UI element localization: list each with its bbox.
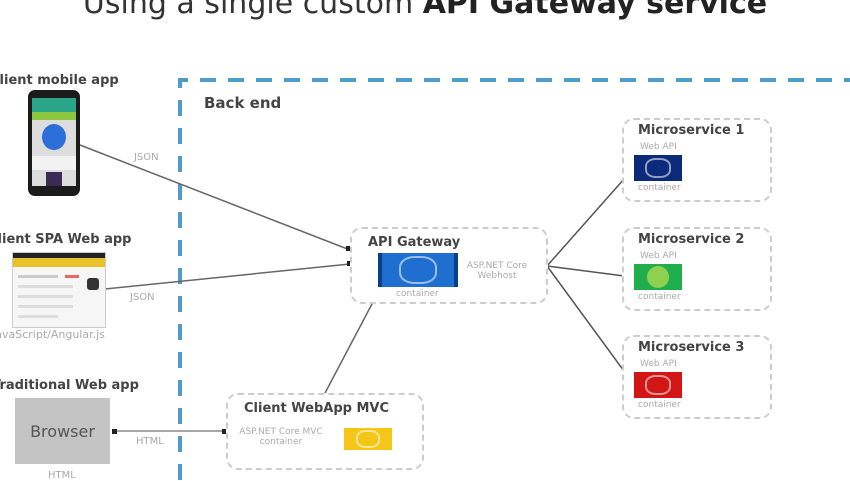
microservice-1-box[interactable]: Microservice 1 Web API container — [622, 118, 772, 202]
browser-below-label: HTML — [48, 470, 76, 481]
api-gateway-box[interactable]: API Gateway container ASP.NET Core Webho… — [350, 227, 548, 304]
title-bold: API Gateway service — [422, 0, 768, 21]
wire-gateway-ms2 — [546, 265, 633, 278]
mobile-protocol-label: JSON — [134, 152, 159, 163]
wire-gateway-ms1 — [546, 169, 633, 267]
wire-mobile-gateway — [79, 144, 351, 251]
webapp-mvc-box[interactable]: Client WebApp MVC ASP.NET Core MVC conta… — [226, 393, 424, 470]
gateway-tech-line2: Webhost — [477, 271, 517, 281]
microservice-1-container-label: container — [638, 183, 681, 193]
webapp-mvc-container-icon — [344, 428, 392, 450]
microservice-3-container-label: container — [638, 400, 681, 410]
traditional-app-label: Traditional Web app — [0, 378, 139, 393]
wire-gateway-ms3 — [546, 265, 633, 383]
backend-label: Back end — [204, 94, 282, 112]
microservice-2-api-label: Web API — [640, 251, 677, 261]
microservice-1-label: Microservice 1 — [638, 123, 745, 138]
gateway-tech-label: ASP.NET Core Webhost — [460, 261, 534, 281]
microservice-1-api-label: Web API — [640, 142, 677, 152]
microservice-3-box[interactable]: Microservice 3 Web API container — [622, 335, 772, 419]
wire-spa-gateway — [104, 263, 351, 290]
microservice-2-box[interactable]: Microservice 2 Web API container — [622, 227, 772, 311]
backend-boundary — [178, 78, 850, 480]
microservice-1-container-icon — [634, 155, 682, 181]
mobile-app-label: Client mobile app — [0, 73, 119, 88]
microservice-3-label: Microservice 3 — [638, 340, 745, 355]
webapp-mvc-tech-line2: container — [259, 437, 303, 447]
microservice-3-container-icon — [634, 372, 682, 398]
browser-box: Browser — [15, 398, 110, 464]
spa-screenshot-icon — [12, 252, 106, 328]
spa-app-label: Client SPA Web app — [0, 232, 132, 247]
gateway-container-icon — [378, 253, 458, 287]
microservice-2-container-icon — [634, 264, 682, 290]
webapp-mvc-label: Client WebApp MVC — [244, 401, 389, 416]
gateway-tech-line1: ASP.NET Core — [466, 261, 528, 271]
microservice-2-container-label: container — [638, 292, 681, 302]
webapp-mvc-tech-label: ASP.NET Core MVC container — [236, 427, 326, 447]
spa-tech-label: JavaScript/Angular.js — [0, 328, 105, 341]
webapp-mvc-tech-line1: ASP.NET Core MVC — [239, 427, 323, 437]
spa-protocol-label: JSON — [130, 292, 155, 303]
microservice-3-api-label: Web API — [640, 359, 677, 369]
browser-label: Browser — [30, 421, 95, 441]
traditional-protocol-label: HTML — [136, 436, 164, 447]
microservice-2-label: Microservice 2 — [638, 232, 745, 247]
wire-mvc-gateway — [323, 301, 374, 396]
gateway-container-label: container — [396, 289, 439, 299]
title-prefix: Using a single custom — [82, 0, 423, 21]
phone-icon — [28, 90, 80, 196]
api-gateway-label: API Gateway — [368, 235, 461, 250]
diagram-title: Using a single custom API Gateway servic… — [0, 0, 850, 21]
